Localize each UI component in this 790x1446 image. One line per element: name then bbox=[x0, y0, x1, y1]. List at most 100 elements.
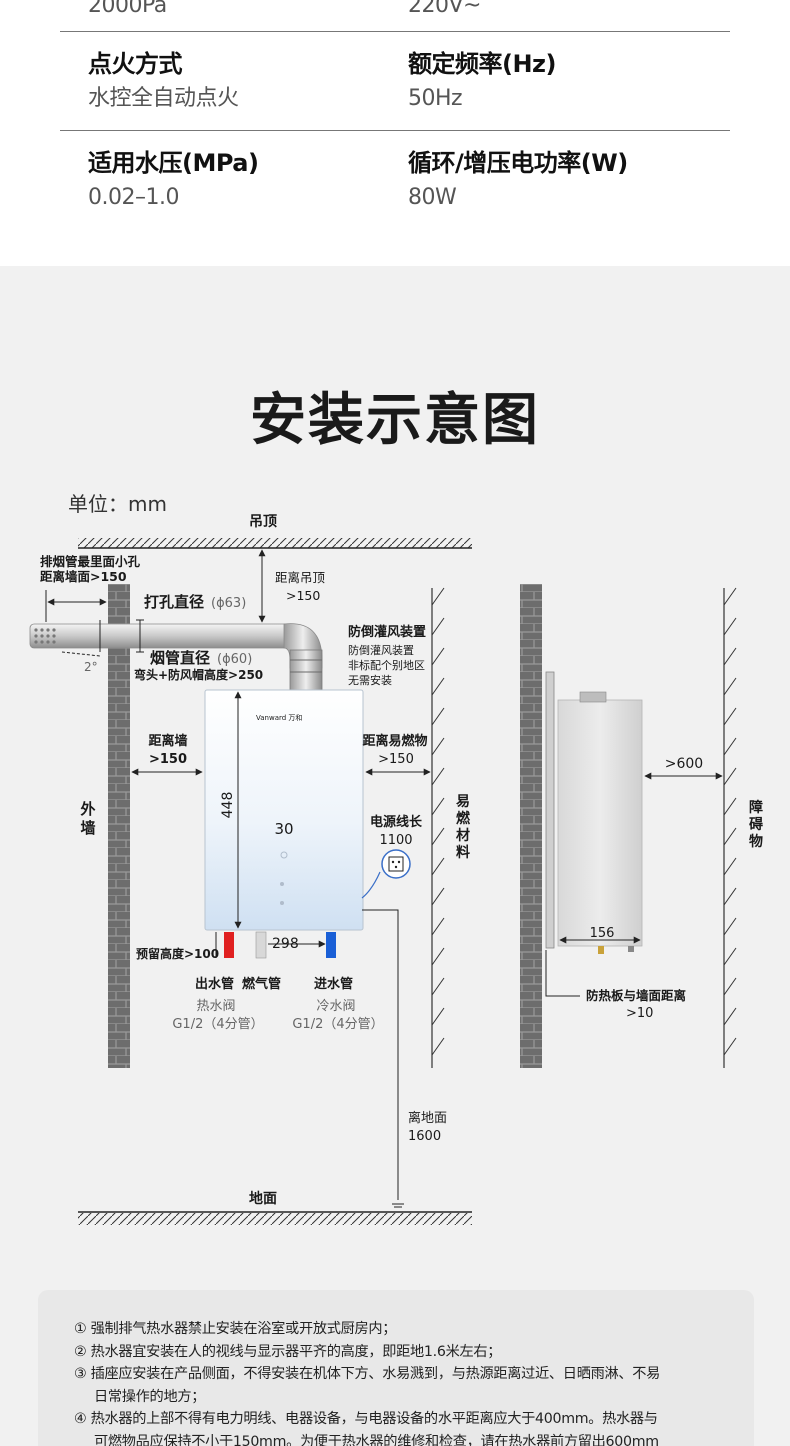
floor-label: 地面 bbox=[249, 1190, 277, 1207]
power-cord: 电源线长 1100 bbox=[361, 814, 423, 1208]
backdraft-device: 防倒灌风装置 防倒灌风装置 非标配个别地区 无需安装 bbox=[348, 624, 426, 687]
spec-label: 额定频率(Hz) bbox=[408, 50, 557, 78]
flammable-label-3: 材 bbox=[456, 827, 470, 844]
notes-box: ① 强制排气热水器禁止安装在浴室或开放式厨房内； ② 热水器宜安装在人的视线与显… bbox=[38, 1290, 754, 1446]
ceiling-distance-line2: >150 bbox=[286, 588, 320, 603]
obstacle-label-1: 障 bbox=[749, 799, 763, 816]
flue-diameter-value: (ϕ60) bbox=[217, 652, 252, 667]
flue-pipe bbox=[29, 623, 323, 691]
gas-pipe bbox=[255, 931, 267, 959]
flue-hole-line1: 排烟管最里面小孔 bbox=[40, 554, 141, 569]
spec-value: 0.02–1.0 bbox=[88, 185, 179, 210]
angle-label: 2° bbox=[84, 660, 98, 674]
backdraft-note-1: 防倒灌风装置 bbox=[348, 643, 414, 657]
wall-distance-line2: >150 bbox=[149, 752, 187, 767]
flue-hole-line2: 距离墙面>150 bbox=[40, 569, 127, 584]
floor-distance-line1: 离地面 bbox=[408, 1110, 447, 1126]
water-pipes: 298 预留高度>100 出水管 燃气管 进水管 热水阀 G1/2（4分管） 冷… bbox=[136, 931, 384, 1032]
divider bbox=[60, 31, 730, 32]
flammable-label-2: 燃 bbox=[456, 810, 471, 827]
obstacle-label-3: 物 bbox=[749, 833, 763, 850]
spec-top-right: 220V~ bbox=[408, 0, 481, 20]
divider bbox=[60, 130, 730, 131]
spec-value: 水控全自动点火 bbox=[88, 86, 239, 111]
heat-shield-label: 防热板与墙面距离 bbox=[586, 988, 686, 1003]
spec-top-left: 2000Pa bbox=[88, 0, 167, 20]
note-4: ④ 热水器的上部不得有电力明线、电器设备，与电器设备的水平距离应大于400mm。… bbox=[74, 1411, 658, 1427]
backdraft-note-2: 非标配个别地区 bbox=[348, 658, 425, 672]
spec-cell: 点火方式 水控全自动点火 bbox=[88, 49, 239, 113]
outer-wall-label-1: 外 bbox=[79, 800, 95, 818]
floor: 地面 bbox=[78, 1190, 472, 1225]
floor-distance-line2: 1600 bbox=[408, 1129, 441, 1144]
installation-diagram: 吊顶 地面 外 墙 易 燃 材 料 bbox=[29, 514, 763, 1225]
flammable-distance-line2: >150 bbox=[378, 752, 414, 767]
side-brick-wall bbox=[520, 584, 542, 1068]
hot-valve-label: 热水阀 bbox=[196, 999, 235, 1014]
backdraft-note-3: 无需安装 bbox=[348, 673, 392, 687]
power-cord-label: 电源线长 bbox=[370, 814, 423, 830]
flammable-label-4: 料 bbox=[456, 844, 470, 861]
spec-label: 适用水压(MPa) bbox=[88, 149, 259, 177]
note-1: ① 强制排气热水器禁止安装在浴室或开放式厨房内； bbox=[74, 1321, 397, 1337]
elbow-height: 弯头+防风帽高度>250 bbox=[134, 667, 263, 682]
brand-logo: Vanward 万和 bbox=[256, 713, 302, 722]
spec-value: 220V~ bbox=[408, 0, 481, 18]
water-heater-front: Vanward 万和 30 bbox=[204, 689, 364, 931]
height-dimension: 448 bbox=[220, 691, 242, 929]
wall-distance: 距离墙 >150 bbox=[131, 733, 203, 776]
gas-pipe-label: 燃气管 bbox=[242, 976, 281, 992]
flammable-label-1: 易 bbox=[456, 794, 470, 810]
spec-cell: 适用水压(MPa) 0.02–1.0 bbox=[88, 148, 259, 212]
note-3: ③ 插座应安装在产品侧面，不得安装在机体下方、水易溅到，与热源距离过近、日晒雨淋… bbox=[74, 1366, 661, 1382]
hole-diameter: 打孔直径 (ϕ63) bbox=[99, 593, 246, 652]
spec-table: 2000Pa 220V~ 点火方式 水控全自动点火 额定频率(Hz) 50Hz … bbox=[0, 0, 790, 266]
heat-shield bbox=[545, 671, 555, 949]
outer-wall-label-2: 墙 bbox=[80, 819, 95, 837]
spec-cell: 循环/增压电功率(W) 80W bbox=[408, 148, 628, 212]
heat-shield-value: >10 bbox=[626, 1006, 653, 1021]
hole-diameter-value: (ϕ63) bbox=[211, 596, 246, 611]
note-2: ② 热水器宜安装在人的视线与显示器平齐的高度，即距地1.6米左右； bbox=[74, 1343, 502, 1360]
spec-value: 50Hz bbox=[408, 86, 463, 111]
outer-wall: 外 墙 bbox=[79, 584, 130, 1068]
inlet-pipe-label: 进水管 bbox=[314, 976, 353, 992]
obstacle-label-2: 碍 bbox=[749, 816, 763, 833]
outlet-pipe-label: 出水管 bbox=[195, 976, 234, 992]
spec-cell: 额定频率(Hz) 50Hz bbox=[408, 49, 557, 113]
unit-label: 单位：mm bbox=[68, 492, 167, 516]
flammable-distance: 距离易燃物 >150 bbox=[362, 733, 431, 776]
flammable-distance-line1: 距离易燃物 bbox=[362, 733, 427, 749]
spec-value: 80W bbox=[408, 185, 457, 210]
side-heater bbox=[557, 699, 643, 947]
depth-156: 156 bbox=[590, 926, 615, 941]
ceiling: 吊顶 bbox=[78, 514, 472, 549]
ceiling-distance: 距离吊顶 >150 bbox=[258, 549, 326, 623]
ceiling-distance-line1: 距离吊顶 bbox=[275, 570, 326, 585]
width-298: 298 bbox=[272, 936, 299, 952]
spec-label: 点火方式 bbox=[88, 50, 182, 78]
ceiling-label: 吊顶 bbox=[249, 514, 277, 530]
side-view: >600 156 防热板与墙面距离 >10 障 碍 物 bbox=[520, 584, 763, 1068]
note-3-cont: 日常操作的地方； bbox=[94, 1388, 206, 1405]
hot-valve-size: G1/2（4分管） bbox=[172, 1017, 263, 1032]
reserved-height: 预留高度>100 bbox=[136, 946, 219, 961]
cold-pipe bbox=[326, 932, 336, 958]
flammable-wall: 易 燃 材 料 bbox=[431, 587, 471, 1068]
page-title: 安装示意图 bbox=[250, 388, 540, 453]
hot-pipe bbox=[224, 932, 234, 958]
wall-distance-line1: 距离墙 bbox=[148, 733, 187, 749]
spec-label: 循环/增压电功率(W) bbox=[408, 149, 628, 177]
backdraft-title: 防倒灌风装置 bbox=[348, 624, 426, 640]
flue-diameter: 烟管直径 (ϕ60) 弯头+防风帽高度>250 2° bbox=[61, 619, 263, 682]
spec-value: 2000Pa bbox=[88, 0, 167, 18]
hole-diameter-label: 打孔直径 bbox=[144, 593, 204, 611]
height-448: 448 bbox=[220, 792, 236, 819]
cold-valve-size: G1/2（4分管） bbox=[292, 1017, 383, 1032]
power-cord-length: 1100 bbox=[379, 833, 412, 848]
flue-hole-distance: 排烟管最里面小孔 距离墙面>150 bbox=[40, 554, 141, 622]
side-distance: >600 bbox=[665, 756, 703, 772]
floor-distance: 离地面 1600 bbox=[408, 1110, 447, 1144]
display-readout: 30 bbox=[274, 820, 293, 838]
note-4-cont: 可燃物品应保持不小于150mm。为便于热水器的维修和检查，请在热水器前方留出60… bbox=[94, 1433, 659, 1446]
